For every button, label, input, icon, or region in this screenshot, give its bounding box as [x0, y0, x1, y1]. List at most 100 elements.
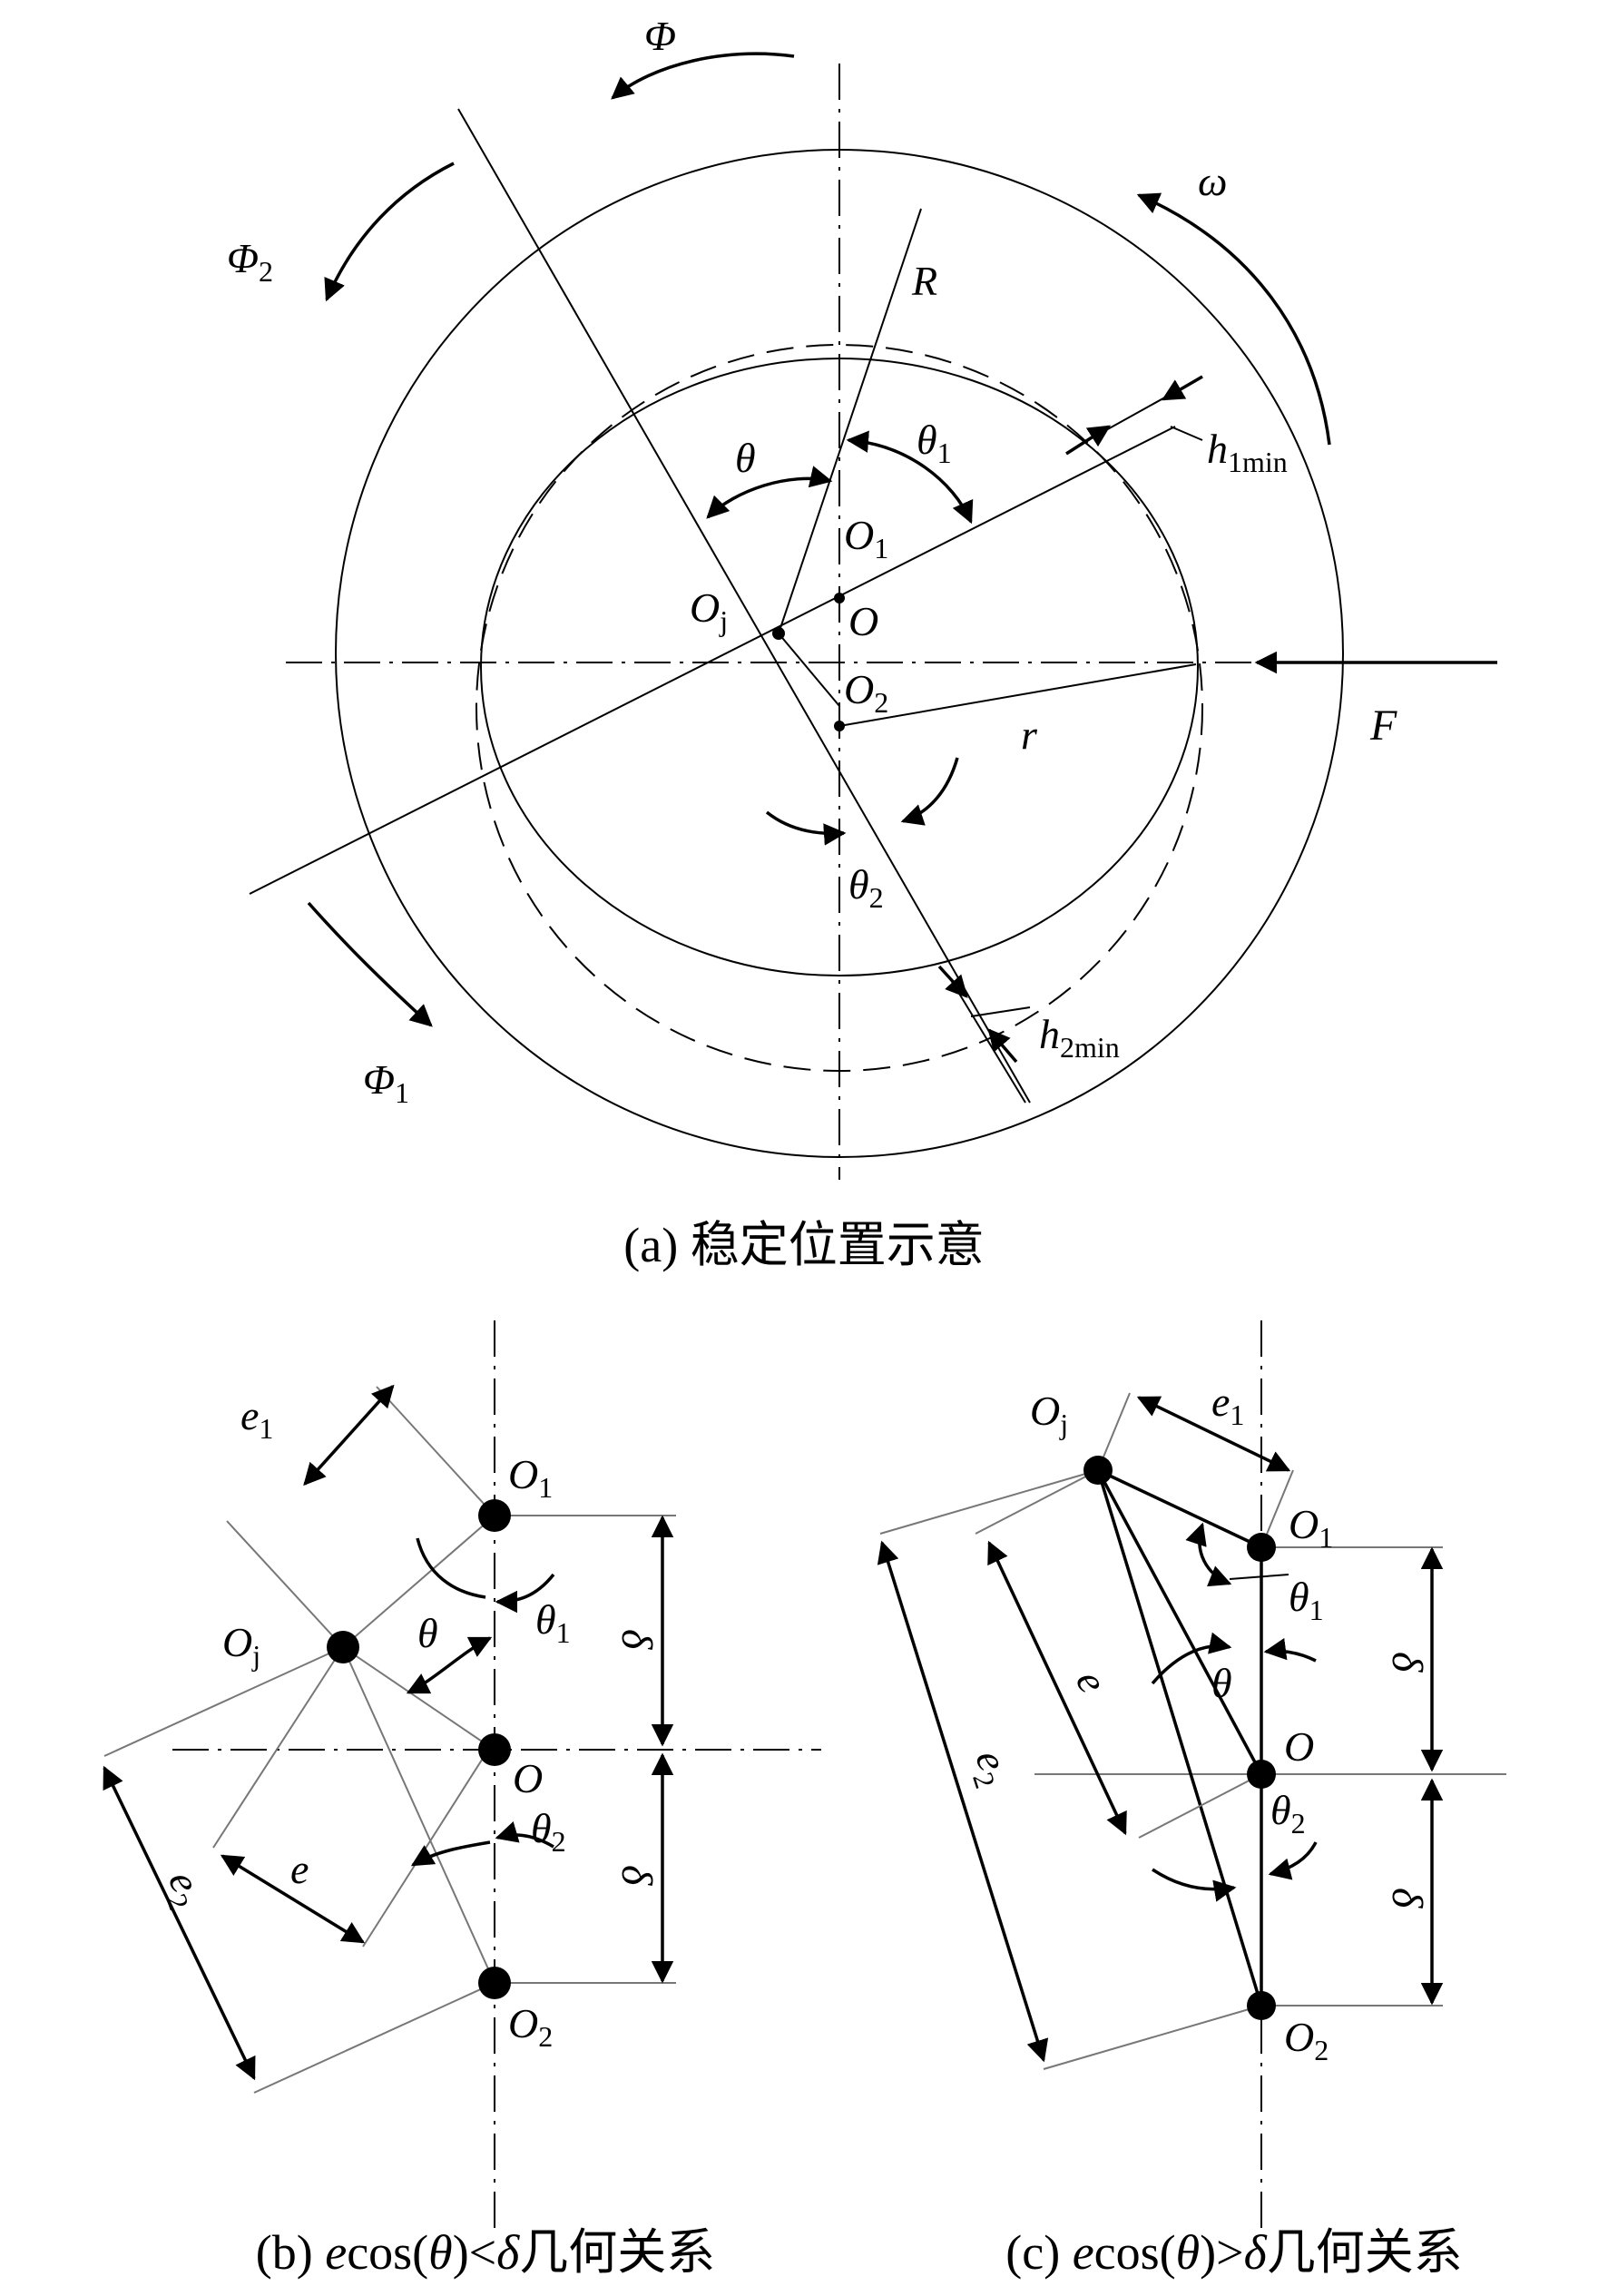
c-theta-arc-left: [1151, 1632, 1232, 1685]
b-label-O2: O2: [508, 2000, 553, 2053]
label-theta1: θ1: [917, 417, 952, 469]
panel-c: O1 O O2 Oj e1 e e2 θ θ1 θ2 δ δ (c) ecos(…: [877, 1320, 1506, 2280]
c-label-e1: e1: [1211, 1379, 1244, 1431]
c-e2-dim: [877, 1540, 1049, 2063]
b-O1-Oj: [342, 1515, 495, 1648]
panel-a: Φ Φ2 Φ1 ω R r F θ θ1 θ2 O1 O O2 Oj h1min…: [227, 13, 1497, 1272]
b-label-theta2: θ2: [531, 1805, 566, 1858]
caption-a: (a) 稳定位置示意: [623, 1218, 984, 1272]
h2min-arrow-out: [987, 1028, 1018, 1064]
c-Oj-O: [1096, 1469, 1263, 1775]
phi-arrow: [611, 52, 795, 100]
b-label-O: O: [513, 1755, 543, 1801]
c-Oj-O1: [1097, 1468, 1262, 1549]
label-phi1: Φ1: [363, 1056, 409, 1109]
label-O1: O1: [844, 512, 888, 564]
c-label-O1: O1: [1289, 1501, 1333, 1554]
h2min-arrow-in: [937, 965, 968, 998]
c-e-ext2: [1138, 1773, 1262, 1839]
c-label-e: e: [1067, 1663, 1117, 1700]
b-Oj-O2: [342, 1646, 495, 1984]
bearing-circle: [335, 149, 1344, 1158]
b-label-Oj: Oj: [222, 1619, 260, 1672]
label-omega: ω: [1198, 158, 1227, 204]
phi1-arrow: [307, 901, 433, 1027]
h1min-arrow-in: [1065, 425, 1112, 456]
h1min-arrow-out: [1161, 375, 1203, 401]
label-theta2: θ2: [848, 861, 884, 914]
label-F: F: [1369, 702, 1397, 750]
radius-r-line: [838, 663, 1197, 727]
c-label-O2: O2: [1284, 2014, 1329, 2066]
label-R: R: [911, 258, 937, 304]
b-theta1-arc: [416, 1537, 486, 1599]
phi2-arrow: [324, 162, 455, 302]
b-label-theta1: θ1: [535, 1596, 571, 1649]
c-e-dim: [987, 1540, 1127, 1836]
c-point-O1: [1247, 1533, 1276, 1562]
b-point-Oj: [327, 1631, 359, 1663]
c-label-theta: θ: [1211, 1660, 1232, 1706]
c-label-theta1: θ1: [1289, 1574, 1324, 1626]
omega-arrow: [1136, 192, 1331, 446]
b-point-O2: [478, 1967, 511, 1999]
label-phi2: Φ2: [227, 235, 273, 288]
c-theta1-arc: [1185, 1522, 1232, 1587]
c-e1-dim: [1136, 1396, 1291, 1472]
c-theta1-leader: [1229, 1574, 1289, 1580]
theta2-line: [457, 108, 1031, 1104]
c-e2-ext2: [1043, 2005, 1262, 2070]
label-theta: θ: [735, 435, 756, 481]
c-theta-arc-right: [1263, 1637, 1317, 1663]
c-point-O: [1247, 1760, 1276, 1789]
theta1-line: [249, 426, 1176, 895]
b-label-theta: θ: [417, 1610, 438, 1656]
b-label-delta-top: δ: [613, 1629, 661, 1650]
label-O2: O2: [844, 666, 888, 719]
b-e1-ext2: [226, 1520, 344, 1648]
c-e-ext1: [975, 1469, 1099, 1535]
oj-o2-link: [778, 633, 840, 707]
radius-R-line: [778, 208, 922, 634]
c-label-e2: e2: [961, 1744, 1021, 1792]
c-label-delta-top: δ: [1383, 1652, 1431, 1673]
theta-arc: [706, 466, 833, 519]
b-theta1-arrow: [495, 1573, 555, 1614]
theta2-arc-left: [765, 810, 847, 846]
c-Oj-O2: [1096, 1469, 1263, 2007]
h1min-leader: [1170, 426, 1203, 441]
b-label-e: e: [290, 1846, 309, 1892]
c-label-theta2: θ2: [1270, 1787, 1306, 1840]
b-e2-ext1: [103, 1646, 344, 1757]
label-r: r: [1021, 711, 1038, 758]
b-Oj-O: [342, 1646, 491, 1748]
c-label-Oj: Oj: [1030, 1388, 1068, 1440]
b-point-O1: [478, 1499, 511, 1532]
c-e2-ext1: [879, 1469, 1099, 1535]
label-h1min: h1min: [1207, 426, 1288, 478]
b-theta-arc: [406, 1636, 493, 1694]
b-label-e1: e1: [240, 1392, 273, 1445]
caption-c: (c) ecos(θ)>δ几何关系: [1005, 2225, 1462, 2280]
c-label-delta-bottom: δ: [1383, 1888, 1431, 1908]
label-Oj: Oj: [690, 584, 728, 637]
panel-b: O1 O O2 Oj e1 e e2 θ θ1 θ2 δ δ (b) ecos(…: [103, 1320, 821, 2280]
h2min-leader: [970, 1006, 1031, 1017]
point-O: [834, 593, 845, 603]
shaft-circle: [480, 358, 1199, 976]
c-point-O2: [1247, 1991, 1276, 2020]
b-e-dim: [220, 1854, 366, 1944]
c-theta2-arc-right: [1268, 1841, 1318, 1880]
h2min-line: [947, 975, 1026, 1104]
theta2-arc-right: [900, 757, 959, 826]
b-e2-ext2: [253, 1982, 495, 2094]
b-label-delta-bottom: δ: [613, 1865, 661, 1886]
b-e1-dim: [303, 1384, 395, 1487]
theta1-arc: [846, 430, 974, 525]
b-e2-dim: [103, 1765, 256, 2081]
b-point-O: [478, 1733, 511, 1766]
point-Oj: [772, 627, 785, 640]
b-theta2-right-arrow: [495, 1821, 554, 1849]
label-phi: Φ: [644, 13, 676, 59]
